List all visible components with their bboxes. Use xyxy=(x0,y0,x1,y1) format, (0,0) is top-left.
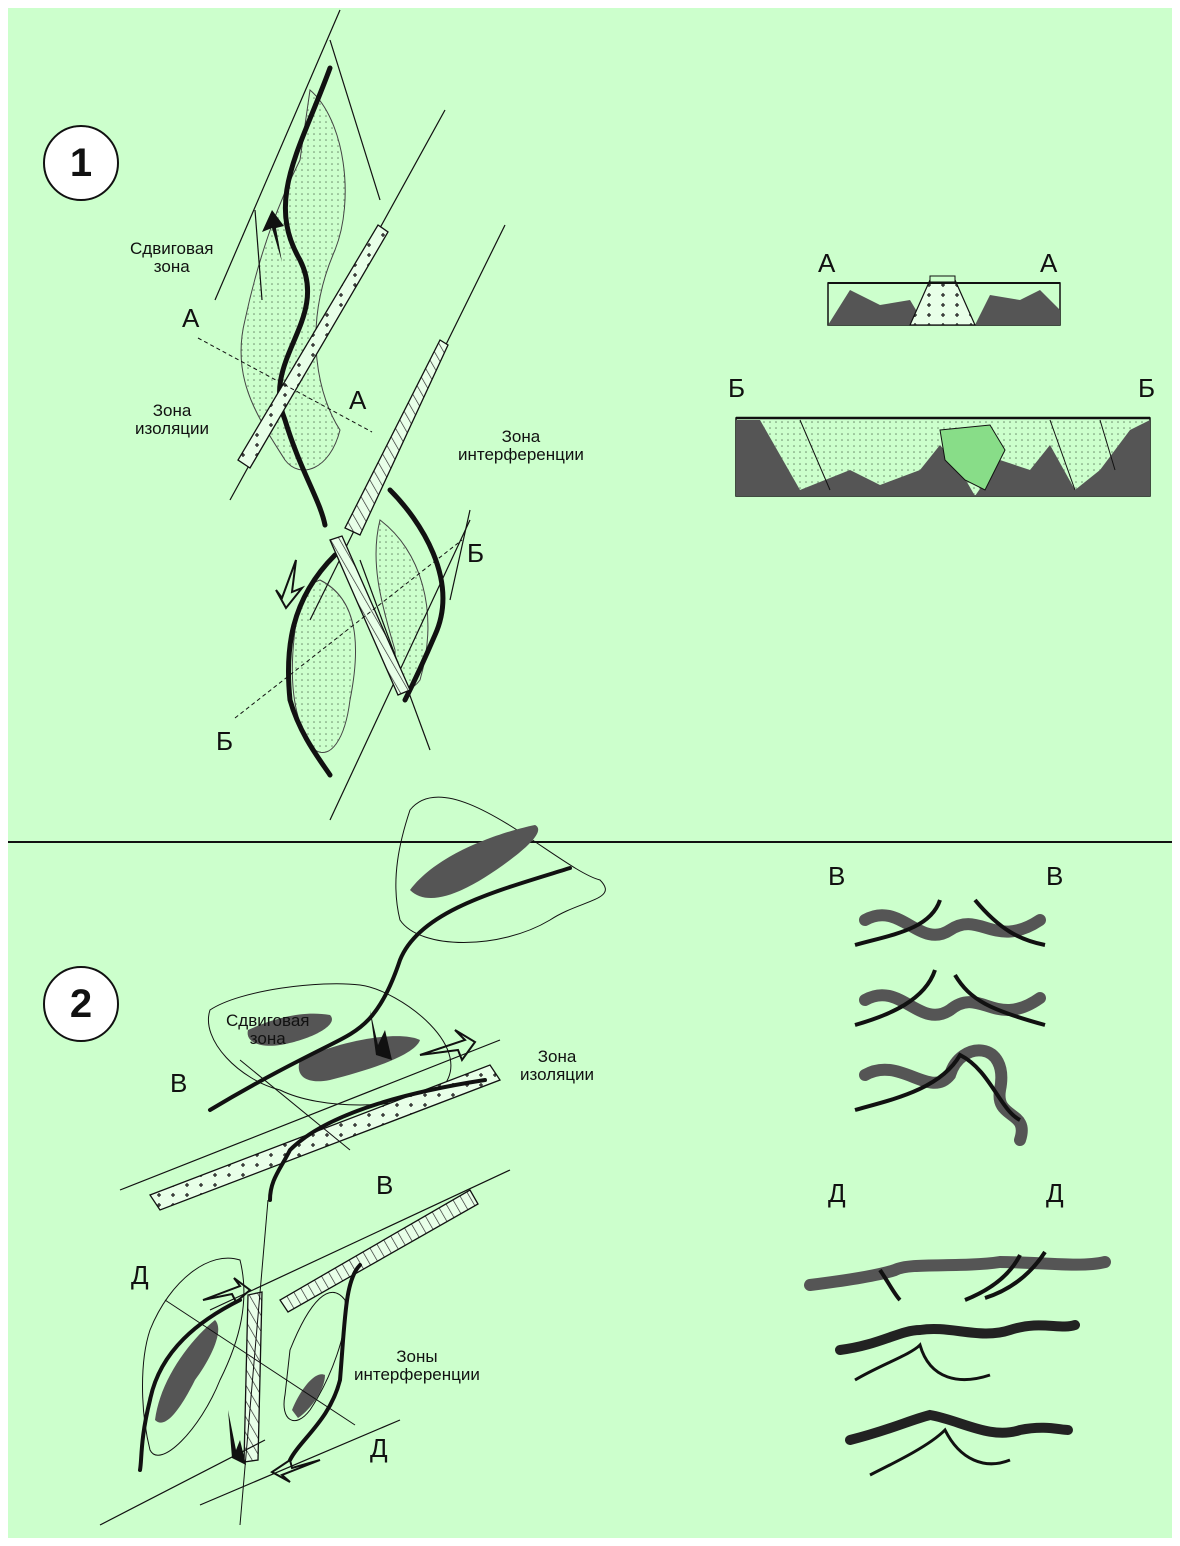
section-a-map-label-right: А xyxy=(349,387,366,414)
section-d-map-label-right: Д xyxy=(370,1435,388,1462)
panel-2-badge: 2 xyxy=(43,966,119,1042)
isolation-zone-line-2: изоляции xyxy=(520,1066,594,1084)
section-b-b xyxy=(736,418,1150,496)
shear-zone-line-1: Сдвиговая xyxy=(226,1012,310,1030)
panel-1-badge: 1 xyxy=(43,125,119,201)
interference-zones-line-2: интерференции xyxy=(354,1366,480,1384)
panel-1-map xyxy=(198,10,505,820)
section-b-profile-label-left: Б xyxy=(728,375,745,402)
isolation-zone-line-2: изоляции xyxy=(135,420,209,438)
section-a-a xyxy=(828,276,1060,325)
shear-zone-line-2: зона xyxy=(226,1030,310,1048)
interference-zone-line-1: Зона xyxy=(458,428,584,446)
section-a-map-label-left: А xyxy=(182,305,199,332)
panel-1-isolation-zone-label: Зона изоляции xyxy=(135,402,209,438)
profiles-d-d xyxy=(810,1252,1105,1475)
profiles-v-v xyxy=(855,900,1045,1140)
isolation-zone-line-1: Зона xyxy=(520,1048,594,1066)
panel-2-interference-zones-label: Зоны интерференции xyxy=(354,1348,480,1384)
interference-zones-line-1: Зоны xyxy=(354,1348,480,1366)
panel-1-interference-zone-label: Зона интерференции xyxy=(458,428,584,464)
section-b-map-label-right: Б xyxy=(467,540,484,567)
section-d-map-label-left: Д xyxy=(131,1262,149,1289)
section-a-profile-label-left: А xyxy=(818,250,835,277)
shear-zone-line-1: Сдвиговая xyxy=(130,240,214,258)
panel-2-shear-zone-label: Сдвиговая зона xyxy=(226,1012,310,1048)
section-d-profile-label-right: Д xyxy=(1046,1180,1064,1207)
section-v-map-label-right: В xyxy=(376,1172,393,1199)
section-v-map-label-left: В xyxy=(170,1070,187,1097)
panel-1-shear-zone-label: Сдвиговая зона xyxy=(130,240,214,276)
panel-2-isolation-zone-label: Зона изоляции xyxy=(520,1048,594,1084)
isolation-zone-line-1: Зона xyxy=(135,402,209,420)
section-v-profile-label-left: В xyxy=(828,863,845,890)
section-d-profile-label-left: Д xyxy=(828,1180,846,1207)
section-b-profile-label-right: Б xyxy=(1138,375,1155,402)
section-v-profile-label-right: В xyxy=(1046,863,1063,890)
panel-2-map xyxy=(100,797,605,1525)
shear-zone-line-2: зона xyxy=(130,258,214,276)
section-a-profile-label-right: А xyxy=(1040,250,1057,277)
interference-zone-line-2: интерференции xyxy=(458,446,584,464)
section-b-map-label-left: Б xyxy=(216,728,233,755)
